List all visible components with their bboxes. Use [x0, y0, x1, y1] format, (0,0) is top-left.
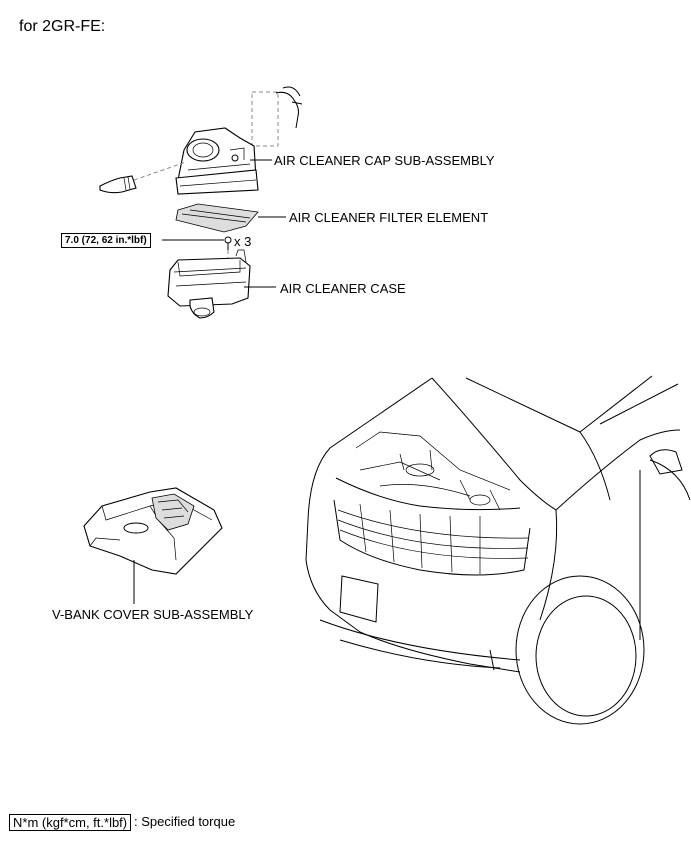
air-cleaner-cap-drawing [175, 127, 259, 195]
intake-hose-drawing [99, 161, 187, 194]
legend-description: : Specified torque [134, 814, 236, 829]
legend-torque-unit-box: N*m (kgf*cm, ft.*lbf) [9, 814, 132, 831]
wire-harness-connector [251, 86, 303, 147]
air-cleaner-filter-drawing [175, 203, 259, 233]
bolt-quantity: x 3 [234, 234, 252, 249]
label-air-cleaner-cap: AIR CLEANER CAP SUB-ASSEMBLY [274, 153, 495, 168]
label-air-cleaner-filter: AIR CLEANER FILTER ELEMENT [289, 210, 489, 225]
label-v-bank-cover: V-BANK COVER SUB-ASSEMBLY [52, 607, 254, 622]
vehicle-drawing [305, 375, 691, 725]
page-heading: for 2GR-FE: [19, 18, 106, 35]
air-cleaner-case-drawing [167, 249, 251, 319]
torque-spec-box: 7.0 (72, 62 in.*lbf) [61, 233, 151, 248]
label-air-cleaner-case: AIR CLEANER CASE [280, 281, 406, 296]
v-bank-cover-drawing [83, 487, 223, 604]
